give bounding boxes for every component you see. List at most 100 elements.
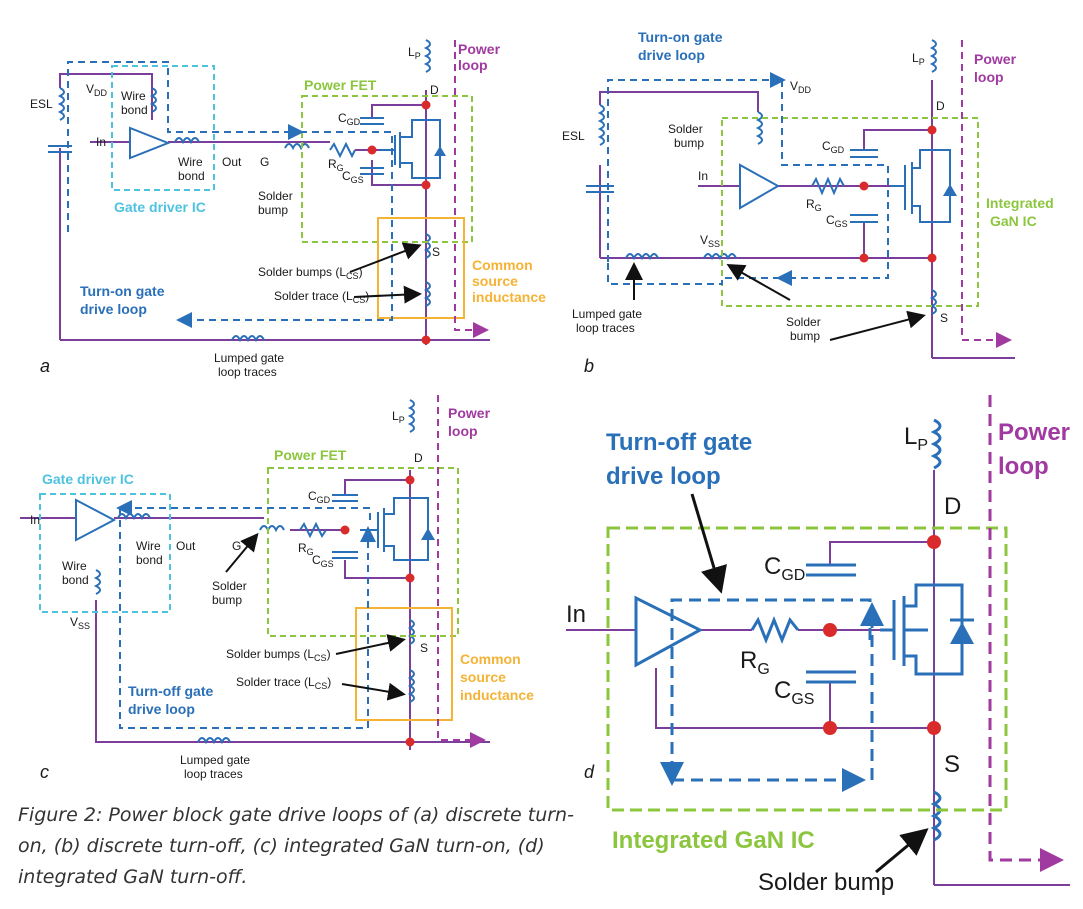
- integrated-b-l1: Integrated: [986, 195, 1054, 211]
- cgs-label-d: CGS: [774, 677, 814, 708]
- csi-c-l1: Common: [460, 651, 521, 667]
- gate-driver-label: Gate driver IC: [114, 199, 206, 215]
- fet-symbol-b: [890, 149, 957, 223]
- lp-inductor-b: [929, 39, 937, 73]
- power-fet-c-label: Power FET: [274, 447, 347, 463]
- turn-on-loop-b-right: [776, 80, 889, 286]
- node-s1-b: [859, 253, 869, 263]
- s-label-b: S: [940, 311, 948, 325]
- power-loop-c-l2: loop: [448, 423, 478, 439]
- lp-label-d: LP: [904, 423, 928, 454]
- panel-c: Gate driver IC In Wire bond Wire bond Ou…: [20, 395, 534, 782]
- turn-off-d-l1: Turn-off gate: [606, 429, 752, 456]
- panel-b: Turn-on gate drive loop VDD ESL Solder b…: [562, 29, 1054, 376]
- csi-box: [377, 217, 465, 319]
- power-loop-b-l1: Power: [974, 51, 1017, 67]
- esl-inductor: [57, 87, 65, 121]
- lumped-b-l1: Lumped gate: [572, 307, 642, 321]
- power-loop-b-l2: loop: [974, 69, 1004, 85]
- driver-triangle-d: [634, 595, 704, 668]
- solder-bump-inductor: [284, 143, 310, 151]
- cgd-label-c: CGD: [308, 489, 331, 505]
- node-gnd-c: [405, 737, 415, 747]
- lumped-a-l1: Lumped gate: [214, 351, 284, 365]
- power-fet-box-c: [267, 467, 459, 637]
- turn-off-loop-c-top: [116, 500, 371, 520]
- node-gnd: [421, 335, 431, 345]
- node-s: [421, 180, 431, 190]
- cgs-label-c: CGS: [312, 553, 334, 569]
- node-s1-d: [823, 721, 837, 735]
- in-label-c: In: [30, 513, 40, 527]
- gate-driver-box-c: [39, 493, 171, 613]
- arrow-bump-d: [875, 828, 929, 874]
- power-loop-d-l1: Power: [998, 419, 1070, 446]
- wire-bond-2-l1: Wire: [178, 155, 203, 169]
- turn-on-loop-a-l2: drive loop: [80, 301, 147, 317]
- turn-on-loop-top: [67, 61, 304, 232]
- arrow-solder-c: [225, 532, 259, 573]
- s-label: S: [432, 245, 440, 259]
- driver-triangle: [129, 126, 171, 160]
- arrow-bumps-c: [335, 634, 406, 655]
- cgs-wire-c: [344, 560, 410, 579]
- solder-trace-lcs-c: Solder trace (LCS): [236, 675, 331, 691]
- node-d: [421, 100, 431, 110]
- in-label-b: In: [698, 169, 708, 183]
- power-loop-a: [454, 40, 489, 338]
- s-label-c: S: [420, 641, 428, 655]
- out-label: Out: [222, 155, 242, 169]
- g-label-c: G: [232, 539, 241, 553]
- node-g: [367, 145, 377, 155]
- turn-off-c-l2: drive loop: [128, 701, 195, 717]
- lumped-inductor-c: [197, 737, 231, 745]
- rg-resistor-b: [811, 176, 845, 196]
- solder-bump-b-l2: bump: [674, 136, 704, 150]
- d-label: D: [430, 83, 439, 97]
- turn-off-loop-c-bottom: [119, 508, 376, 729]
- integrated-b-l2: GaN IC: [990, 213, 1037, 229]
- rg-label-d: RG: [740, 647, 770, 678]
- d-label-c: D: [414, 451, 423, 465]
- node-d-d: [927, 535, 941, 549]
- lumped-b-l2: loop traces: [576, 321, 635, 335]
- csi-a-l3: inductance: [472, 289, 546, 305]
- lp-label-b: LP: [912, 51, 925, 67]
- turn-on-loop-bottom: [176, 131, 393, 328]
- fet-symbol-d: [880, 583, 974, 676]
- arrow-turnoff-d: [690, 493, 727, 594]
- integrated-d-label: Integrated GaN IC: [612, 827, 815, 854]
- integrated-box-b: [721, 117, 979, 307]
- csi-c-l3: inductance: [460, 687, 534, 703]
- lp-label-c: LP: [392, 409, 405, 425]
- lp-label: LP: [408, 45, 421, 61]
- vdd-wire-b: [599, 91, 759, 112]
- turn-on-loop-a-l1: Turn-on gate: [80, 283, 165, 299]
- driver-triangle-c: [75, 498, 117, 542]
- panel-b-letter: b: [584, 356, 594, 376]
- arrow-trace: [353, 285, 422, 304]
- out-label-c: Out: [176, 539, 196, 553]
- lcs-trace-inductor: [423, 281, 431, 307]
- wire-bond-inductor-1: [149, 87, 157, 113]
- solder-trace-lcs-label: Solder trace (LCS): [274, 289, 369, 305]
- cgd-wire-d: [829, 541, 934, 565]
- panel-a-letter: a: [40, 356, 50, 376]
- lp-inductor-c: [407, 399, 415, 433]
- cgd-label: CGD: [338, 111, 361, 127]
- arrow-bumps: [349, 242, 422, 273]
- lcs-bump-inductor-c: [407, 619, 415, 645]
- wire-bond-inductor-2: [174, 137, 200, 145]
- solder-bump-l1: Solder: [258, 189, 293, 203]
- power-loop-b: [961, 40, 1012, 348]
- turn-on-loop-b-top: [607, 72, 786, 262]
- node-g-d: [823, 623, 837, 637]
- in-label-d: In: [566, 601, 586, 628]
- power-loop-d-l2: loop: [998, 453, 1049, 480]
- s-inductor-b: [929, 289, 937, 315]
- wire-bond-1-l1: Wire: [121, 89, 146, 103]
- solder-bump-inductor-b: [755, 111, 763, 145]
- node-d-b: [927, 125, 937, 135]
- rg-resistor: [329, 141, 356, 159]
